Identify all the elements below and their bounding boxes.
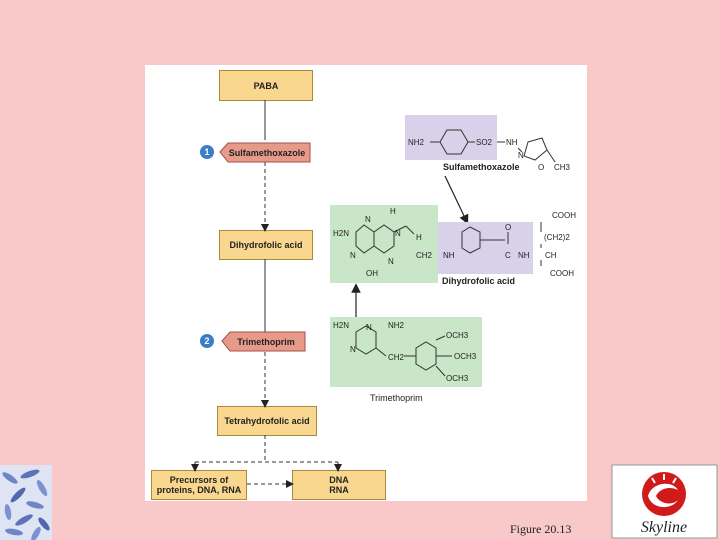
dhf-nh: NH xyxy=(443,251,455,260)
inhibitor-1: 1 Sulfamethoxazole xyxy=(200,142,311,163)
dhf-benzene-ring xyxy=(461,226,481,254)
tmp-ch2: CH2 xyxy=(388,353,405,362)
tetrahydrofolic-box: Tetrahydrofolic acid xyxy=(217,406,317,436)
skyline-logo: Skyline xyxy=(611,464,718,539)
inhibitor-2-badge xyxy=(200,334,214,348)
sulfa-nh: NH xyxy=(506,138,518,147)
dhf-n2: N xyxy=(350,251,356,260)
tmp-benzene-ring xyxy=(415,341,437,371)
sulfa-name: Sulfamethoxazole xyxy=(443,162,520,172)
arrow-sulfa-to-dhf xyxy=(444,175,469,225)
inhibitor-2-name: Trimethoprim xyxy=(237,337,295,347)
dhf-c: C xyxy=(505,251,511,260)
sulfa-ch3: CH3 xyxy=(554,163,571,172)
dhf-pyrazine-ring xyxy=(373,224,395,254)
precursors-line1: Precursors of xyxy=(169,475,229,485)
dna-label: DNA xyxy=(329,475,349,485)
sulfamethoxazole-structure: NH2 SO2 NH N O CH3 Sulfamethoxazole xyxy=(405,115,571,172)
sulfa-o: O xyxy=(538,163,544,172)
dhf-ch2-2: (CH2)2 xyxy=(544,233,570,242)
sulfa-isoxazole-ring xyxy=(523,137,548,161)
tmp-och3-2: OCH3 xyxy=(454,352,477,361)
tmp-name: Trimethoprim xyxy=(370,393,423,403)
sulfa-n: N xyxy=(518,151,524,160)
sulfa-so2: SO2 xyxy=(476,138,493,147)
dhf-oh: OH xyxy=(366,269,378,278)
tmp-bg xyxy=(330,317,482,387)
tmp-och3-3: OCH3 xyxy=(446,374,469,383)
sulfa-nh2: NH2 xyxy=(408,138,425,147)
dihydrofolic-box: Dihydrofolic acid xyxy=(219,230,313,260)
dhf-bg-green xyxy=(330,205,438,283)
dhf-cooh-bottom: COOH xyxy=(550,269,574,278)
dhf-h2n: H2N xyxy=(333,229,349,238)
dhf-nh-amide: NH xyxy=(518,251,530,260)
dhf-h-top: H xyxy=(390,207,396,216)
precursors-box: Precursors of proteins, DNA, RNA xyxy=(151,470,247,500)
inhibitor-1-number: 1 xyxy=(204,147,209,157)
dhf-bg-purple xyxy=(438,222,533,274)
paba-label: PABA xyxy=(253,80,279,91)
inhibitor-2: 2 Trimethoprim xyxy=(200,331,306,352)
dhf-cooh-top: COOH xyxy=(552,211,576,220)
tmp-nh2: NH2 xyxy=(388,321,405,330)
dhf-o: O xyxy=(505,223,511,232)
trimethoprim-structure: H2N NH2 N N CH2 OCH3 OCH3 OCH3 Trimethop… xyxy=(330,317,482,403)
logo-text: Skyline xyxy=(641,519,687,536)
tmp-och3-1: OCH3 xyxy=(446,331,469,340)
inhibitor-2-tag xyxy=(221,331,306,352)
inhibitor-1-tag xyxy=(219,142,311,163)
tmp-n2: N xyxy=(350,345,356,354)
sulfa-bg xyxy=(405,115,497,160)
dhf-ch: CH xyxy=(545,251,557,260)
dhf-n3: N xyxy=(395,229,401,238)
tetrahydrofolic-label: Tetrahydrofolic acid xyxy=(224,416,310,426)
dhf-n4: N xyxy=(388,257,394,266)
dhf-n1: N xyxy=(365,215,371,224)
precursors-line2: proteins, DNA, RNA xyxy=(156,485,242,495)
dhf-ch2: CH2 xyxy=(416,251,433,260)
paba-box: PABA xyxy=(219,70,313,101)
dna-rna-box: DNA RNA xyxy=(292,470,386,500)
dihydrofolic-label: Dihydrofolic acid xyxy=(229,240,303,250)
inhibitor-1-name: Sulfamethoxazole xyxy=(229,148,306,158)
tmp-n1: N xyxy=(366,323,372,332)
dhf-name: Dihydrofolic acid xyxy=(442,276,515,286)
tmp-h2n: H2N xyxy=(333,321,349,330)
dihydrofolic-structure: H2N H H N N N N OH CH2 NH O C NH COOH (C… xyxy=(330,205,576,286)
rna-label: RNA xyxy=(329,485,349,495)
inhibitor-1-badge xyxy=(200,145,214,159)
dhf-h-side: H xyxy=(416,233,422,242)
inhibitor-2-number: 2 xyxy=(204,336,209,346)
figure-caption: Figure 20.13 xyxy=(510,522,572,536)
bacteria-image xyxy=(0,465,52,540)
